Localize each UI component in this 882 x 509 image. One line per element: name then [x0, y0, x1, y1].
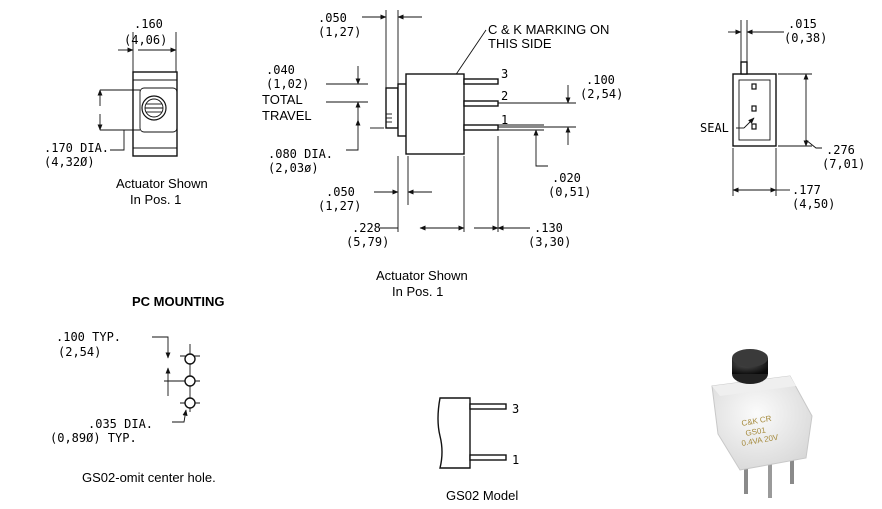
gs02-pin-1: [469, 454, 507, 461]
front-pin-3: [463, 78, 499, 85]
travel-in: .040: [266, 63, 295, 77]
end-width-mm: (4,50): [792, 197, 835, 211]
side-width-in: .160: [134, 17, 163, 31]
pitch-mm: (2,54): [580, 87, 623, 101]
side-view: .160 (4,06) .170 DIA. (4,32Ø) Actuator S…: [44, 17, 208, 207]
pc-hole-3: [184, 353, 196, 365]
end-top-in: .015: [788, 17, 817, 31]
pc-mounting-title: PC MOUNTING: [132, 294, 224, 309]
gs02-pin1-label: 1: [512, 453, 519, 467]
end-body: [732, 73, 777, 147]
body-mm: (5,79): [346, 235, 389, 249]
gs02-caption: GS02 Model: [446, 488, 518, 503]
photo-marking-2: GS01: [745, 425, 767, 438]
gs02-model: 3 1 GS02 Model: [437, 397, 519, 503]
side-actuator: [141, 95, 167, 121]
pinw-in: .020: [552, 171, 581, 185]
front-pin-1: [463, 124, 499, 131]
marking-line1: C & K MARKING ON: [488, 22, 609, 37]
end-height-mm: (7,01): [822, 157, 865, 171]
pc-mounting: PC MOUNTING .100 TYP. (2,54) .035 DIA. (…: [50, 294, 224, 485]
pc-hole-1: [184, 397, 196, 409]
pitch-in: .100: [586, 73, 615, 87]
side-caption-2: In Pos. 1: [130, 192, 181, 207]
end-width-in: .177: [792, 183, 821, 197]
side-dia-mm: (4,32Ø): [44, 155, 95, 169]
front-pin2-label: 2: [501, 89, 508, 103]
photo-actuator: [732, 349, 768, 367]
end-view: .015 (0,38) SEAL .276 (7,01) .177 (4,50): [700, 17, 865, 211]
front-caption-2: In Pos. 1: [392, 284, 443, 299]
gs02-body: [437, 397, 471, 469]
lead-in: .130: [534, 221, 563, 235]
front-pin-2: [463, 100, 499, 107]
front-pin3-label: 3: [501, 67, 508, 81]
pc-hole-2: [184, 375, 196, 387]
side-dia-in: .170 DIA.: [44, 141, 109, 155]
pinw-mm: (0,51): [548, 185, 591, 199]
pc-hole-in: .035 DIA.: [88, 417, 153, 431]
pc-pitch-mm: (2,54): [58, 345, 101, 359]
front-top-mm: (1,27): [318, 25, 361, 39]
pc-hole-mm: (0,89Ø) TYP.: [50, 431, 137, 445]
end-top-mm: (0,38): [784, 31, 827, 45]
pc-pitch-in: .100 TYP.: [56, 330, 121, 344]
body-in: .228: [352, 221, 381, 235]
travel-mm: (1,02): [266, 77, 309, 91]
pc-caption: GS02-omit center hole.: [82, 470, 216, 485]
side-width-mm: (4,06): [124, 33, 167, 47]
front-body: [405, 73, 465, 155]
front-caption-1: Actuator Shown: [376, 268, 468, 283]
side-caption-1: Actuator Shown: [116, 176, 208, 191]
travel-label2: TRAVEL: [262, 108, 312, 123]
pin-dia-mm: (2,03ø): [268, 161, 319, 175]
front-top-in: .050: [318, 11, 347, 25]
front-pin1-label: 1: [501, 113, 508, 127]
travel-label1: TOTAL: [262, 92, 303, 107]
gs02-pin3-label: 3: [512, 402, 519, 416]
front-view: .050 (1,27) C & K MARKING ON THIS SIDE .…: [262, 10, 623, 299]
end-height-in: .276: [826, 143, 855, 157]
bot-mm: (1,27): [318, 199, 361, 213]
switch-photo: C&K CR GS01 0.4VA 20V: [711, 349, 813, 498]
pin-dia-in: .080 DIA.: [268, 147, 333, 161]
bot-in: .050: [326, 185, 355, 199]
lead-mm: (3,30): [528, 235, 571, 249]
marking-line2: THIS SIDE: [488, 36, 552, 51]
seal-label: SEAL: [700, 121, 729, 135]
gs02-pin-3: [469, 403, 507, 410]
